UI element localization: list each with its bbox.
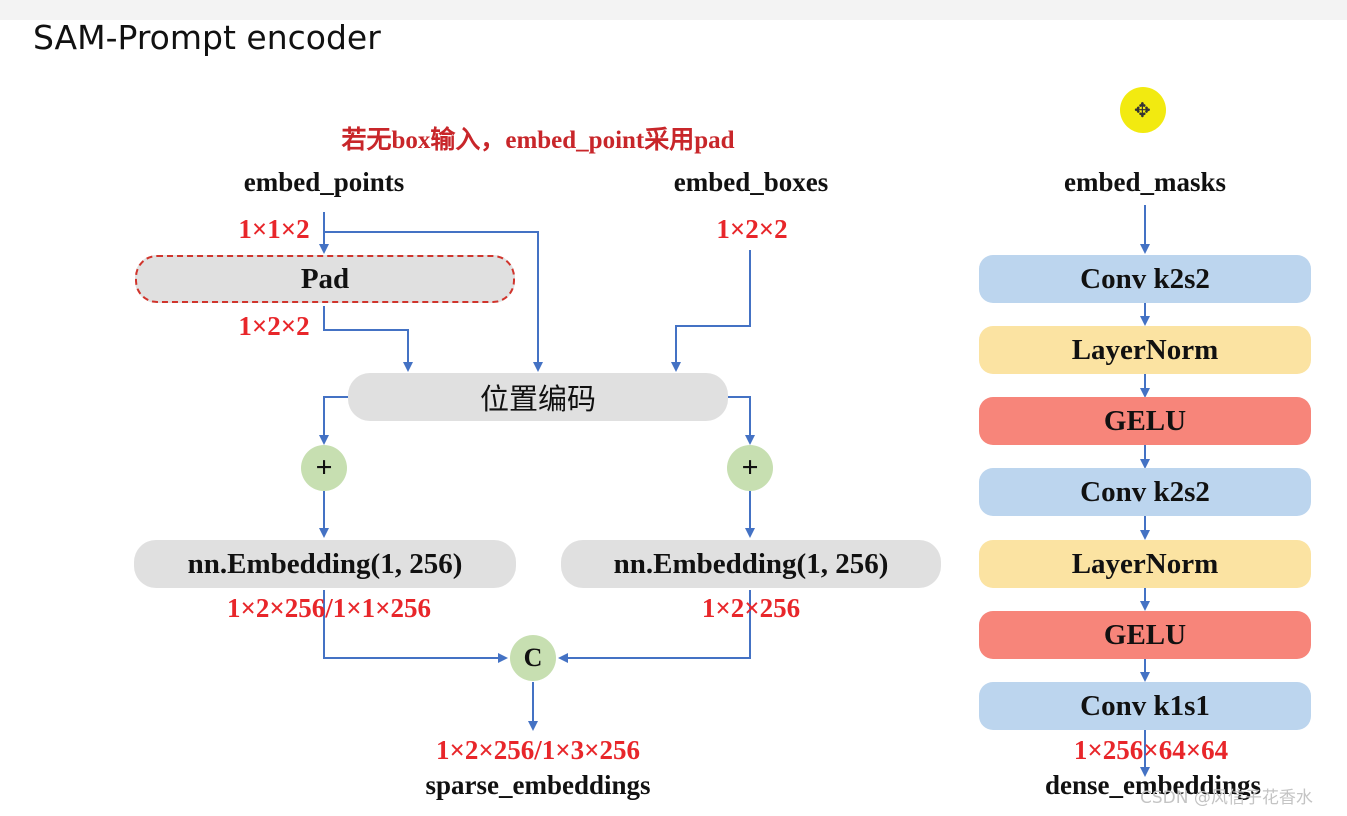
embedding-right-dim: 1×2×256 bbox=[701, 593, 801, 623]
position-encoding-box: 位置编码 bbox=[348, 373, 728, 421]
gelu-box-1: GELU bbox=[979, 397, 1311, 445]
slide-title: SAM-Prompt encoder bbox=[33, 18, 381, 57]
watermark: CSDN @风信子花香水 bbox=[1140, 788, 1313, 808]
arrow-boxes-to-pos bbox=[671, 250, 751, 372]
embedding-left-dim: 1×2×256/1×1×256 bbox=[226, 593, 432, 623]
gelu-box-2: GELU bbox=[979, 611, 1311, 659]
plus-left: + bbox=[301, 445, 347, 491]
layernorm-box-2: LayerNorm bbox=[979, 540, 1311, 588]
embedding-right-box: nn.Embedding(1, 256) bbox=[561, 540, 941, 588]
sparse-embeddings-label: sparse_embeddings bbox=[425, 770, 651, 800]
conv-k2s2-box-1: Conv k2s2 bbox=[979, 255, 1311, 303]
arrow-points-to-pos bbox=[324, 231, 543, 372]
conv-k1s1-box: Conv k1s1 bbox=[979, 682, 1311, 730]
arrow-pos-to-plus-left bbox=[319, 396, 350, 445]
boxes-dim-label: 1×2×2 bbox=[716, 214, 788, 244]
arrow-embedding-right-to-concat bbox=[558, 590, 751, 663]
arrow-pos-to-plus-right bbox=[726, 396, 755, 445]
dense-dim-label: 1×256×64×64 bbox=[1073, 735, 1229, 765]
arrow-pad-to-pos bbox=[323, 306, 413, 372]
points-dim-label: 1×1×2 bbox=[238, 214, 310, 244]
dense-embeddings-label: dense_embeddings bbox=[1044, 770, 1262, 800]
layernorm-box-1: LayerNorm bbox=[979, 326, 1311, 374]
sparse-dim-label: 1×2×256/1×3×256 bbox=[435, 735, 641, 765]
conv-k2s2-box-2: Conv k2s2 bbox=[979, 468, 1311, 516]
pad-note: 若无box输入，embed_point采用pad bbox=[341, 127, 735, 154]
embed-points-label: embed_points bbox=[243, 167, 405, 197]
cursor-highlight bbox=[1120, 87, 1166, 133]
arrow-embedding-left-to-concat bbox=[323, 590, 508, 663]
embedding-left-box: nn.Embedding(1, 256) bbox=[134, 540, 516, 588]
pad-box: Pad bbox=[135, 255, 515, 303]
embed-boxes-label: embed_boxes bbox=[673, 167, 829, 197]
plus-right: + bbox=[727, 445, 773, 491]
concat-node: C bbox=[510, 635, 556, 681]
move-cursor-icon: ✥ bbox=[1134, 98, 1151, 122]
pad-dim-label: 1×2×2 bbox=[238, 311, 310, 341]
top-bar bbox=[0, 0, 1347, 20]
embed-masks-label: embed_masks bbox=[1063, 167, 1227, 197]
